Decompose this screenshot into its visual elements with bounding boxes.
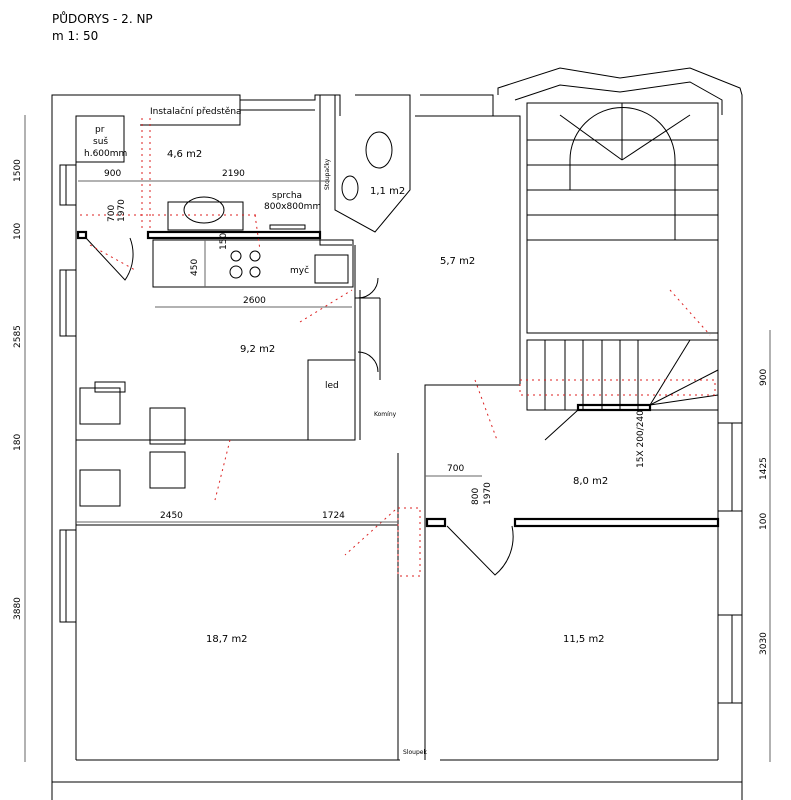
dim-900: 900 (104, 169, 121, 179)
dim-left-100: 100 (13, 223, 23, 240)
dim-right-900: 900 (759, 369, 769, 386)
dryer-label-3: h.600mm (84, 149, 127, 159)
dryer-label-2: suš (93, 136, 108, 147)
sink-label: myč (290, 265, 309, 276)
dim-2450: 2450 (160, 511, 183, 521)
dim-right-100: 100 (759, 513, 769, 530)
dim-left-180: 180 (13, 434, 23, 451)
utility-lines (80, 118, 716, 577)
staircase (526, 102, 719, 441)
dim-right-3030: 3030 (759, 632, 769, 655)
wc-area: 1,1 m2 (370, 186, 405, 197)
dim-door-landing-h: 1970 (483, 482, 493, 505)
hall-area: 5,7 m2 (440, 256, 475, 267)
bathroom-area: 4,6 m2 (167, 149, 202, 160)
dim-door-bath-w: 700 (107, 205, 117, 222)
fridge-label: led (325, 381, 339, 391)
chimney-label: Komíny (374, 411, 397, 418)
dim-right-1425: 1425 (759, 457, 769, 480)
dim-left-3880: 3880 (13, 597, 23, 620)
dimension-lines (24, 115, 771, 762)
landing-area: 8,0 m2 (573, 476, 608, 487)
dim-door-bath-h: 1970 (117, 199, 127, 222)
plan-title: PŮDORYS - 2. NP (52, 11, 153, 26)
room-left-area: 18,7 m2 (206, 634, 248, 645)
shower-size-label: 800x800mm (264, 202, 321, 212)
stairs-label: 15X 200/240 (636, 410, 646, 468)
interior-walls (75, 95, 720, 760)
dim-2190: 2190 (222, 169, 245, 179)
riser-label: Stoupačky (324, 158, 331, 190)
dim-left-1500: 1500 (13, 159, 23, 182)
dim-left-2585: 2585 (13, 325, 23, 348)
plan-scale: m 1: 50 (52, 29, 98, 43)
dim-1724: 1724 (322, 511, 345, 521)
dim-150: 150 (219, 233, 229, 250)
shower-label: sprcha (272, 191, 302, 201)
dryer-label-1: pr (95, 125, 105, 135)
dim-2600: 2600 (243, 296, 266, 306)
installation-wall-label: Instalační předstěna (150, 106, 242, 117)
fixtures (79, 131, 514, 576)
dim-door-landing-w: 700 (447, 464, 464, 474)
room-right-area: 11,5 m2 (563, 634, 605, 645)
dim-door-landing-1: 800 (471, 488, 481, 505)
kitchen-area: 9,2 m2 (240, 344, 275, 355)
dim-450: 450 (190, 259, 200, 276)
column-label: Sloupek (403, 749, 427, 756)
